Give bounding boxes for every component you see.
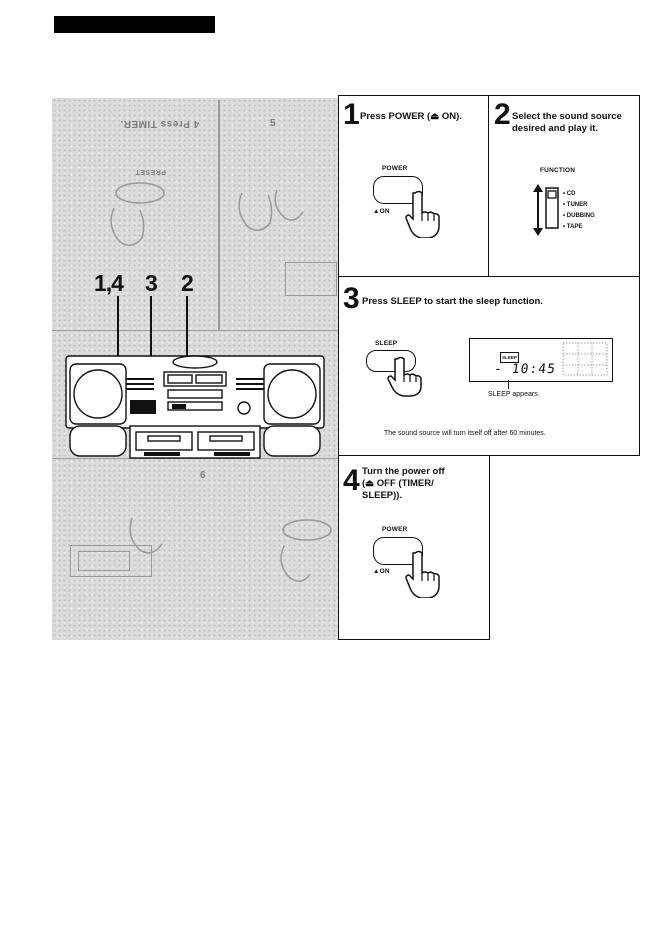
leader-line bbox=[150, 296, 152, 406]
leader-line bbox=[117, 296, 119, 406]
step-4-number: 4 bbox=[343, 464, 360, 497]
function-slider[interactable] bbox=[530, 182, 560, 238]
function-option-dubbing[interactable]: • DUBBING bbox=[563, 213, 595, 219]
ghost-divider bbox=[218, 100, 220, 330]
step-1-text: Press POWER (⏏ ON). bbox=[360, 111, 462, 122]
pressing-hand-icon bbox=[405, 190, 440, 238]
step-4-text: Turn the power off (⏏ OFF (TIMER/ SLEEP)… bbox=[362, 466, 445, 501]
pressing-hand-icon bbox=[405, 550, 440, 598]
step-2-text: Select the sound source desired and play… bbox=[512, 111, 622, 134]
ghost-label: 6 bbox=[200, 470, 207, 481]
callout-3: 3 bbox=[145, 270, 158, 296]
sleep-indicator: SLEEP bbox=[500, 352, 519, 363]
function-option-tuner[interactable]: • TUNER bbox=[563, 202, 588, 208]
ghost-hands-illustration bbox=[110, 182, 332, 582]
lcd-time: - 10:45 bbox=[492, 362, 557, 377]
power-on-label: ▲ON bbox=[373, 208, 390, 215]
sleep-caption: SLEEP appears. bbox=[488, 391, 540, 398]
function-option-tape[interactable]: • TAPE bbox=[563, 224, 583, 230]
sleep-note: The sound source will turn itself off af… bbox=[384, 430, 546, 437]
sleep-button-label: SLEEP bbox=[375, 340, 398, 347]
power-button-label: POWER bbox=[382, 526, 408, 533]
leader-line bbox=[186, 296, 188, 406]
power-on-label: ▲ON bbox=[373, 568, 390, 575]
step-1-number: 1 bbox=[343, 98, 360, 131]
ghost-display bbox=[70, 545, 152, 577]
section-header-bar bbox=[54, 16, 215, 33]
callout-2: 2 bbox=[181, 270, 194, 296]
stereo-illustration bbox=[65, 355, 325, 459]
function-option-cd[interactable]: • CD bbox=[563, 191, 576, 197]
step-3-number: 3 bbox=[343, 282, 360, 315]
ghost-divider bbox=[52, 330, 340, 331]
caption-pointer bbox=[508, 380, 509, 389]
ghost-display bbox=[285, 262, 337, 296]
function-label: FUNCTION bbox=[540, 167, 576, 174]
step-2-number: 2 bbox=[494, 98, 511, 131]
callout-1-4: 1,4 bbox=[94, 270, 124, 296]
ghost-label: 5 bbox=[270, 118, 277, 129]
step-3-text: Press SLEEP to start the sleep function. bbox=[362, 296, 543, 307]
power-button-label: POWER bbox=[382, 165, 408, 172]
ghost-display bbox=[78, 551, 130, 571]
step-2-panel bbox=[488, 95, 640, 277]
pressing-hand-icon bbox=[387, 356, 422, 397]
lcd-grid-icon bbox=[562, 342, 608, 376]
